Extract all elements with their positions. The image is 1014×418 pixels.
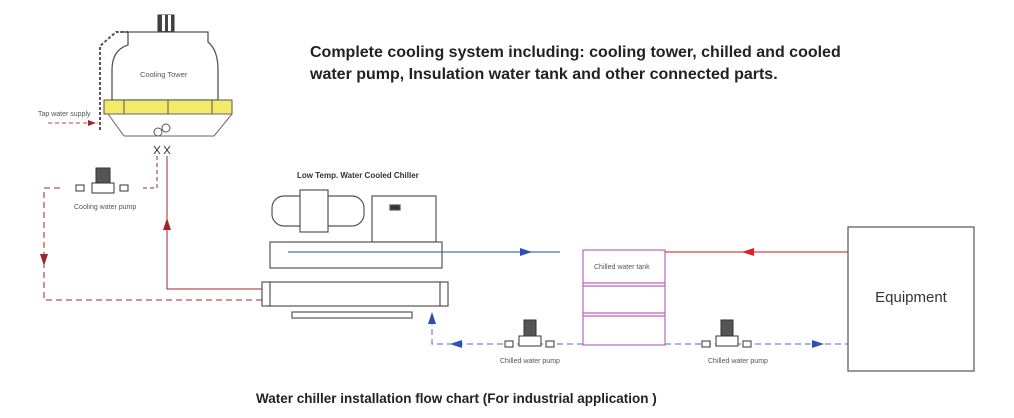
equipment-box	[847, 226, 975, 372]
down-arrow-icon	[40, 254, 48, 266]
left-arrow-icon	[742, 248, 754, 256]
tank-label: Chilled water tank	[594, 264, 650, 271]
chiller-label: Low Temp. Water Cooled Chiller	[297, 171, 419, 180]
up-arrow-blue-icon	[428, 312, 436, 324]
chilled-pump-label-1: Chilled water pump	[500, 358, 560, 365]
cooling-pump-label: Cooling water pump	[74, 204, 137, 211]
equipment-label: Equipment	[875, 289, 947, 306]
cooling-water-pump	[75, 167, 129, 194]
chilled-water-pump-1	[504, 319, 555, 348]
cooling-water-circuit	[43, 156, 265, 301]
diagram-caption: Water chiller installation flow chart (F…	[256, 391, 657, 406]
tap-water-label: Tap water supply	[38, 111, 91, 118]
heading-line-1: Complete cooling system including: cooli…	[310, 44, 841, 61]
left-arrow-blue-icon	[450, 340, 462, 348]
heading-line-2: water pump, Insulation water tank and ot…	[310, 66, 778, 83]
chilled-water-tank	[582, 249, 666, 346]
chilled-pump-label-2: Chilled water pump	[708, 358, 768, 365]
right-arrow-icon	[520, 248, 532, 256]
page-heading: Complete cooling system including: cooli…	[310, 42, 990, 86]
cooling-tower	[99, 14, 234, 137]
up-arrow-icon	[163, 218, 171, 230]
right-arrow-blue-icon	[812, 340, 824, 348]
tower-valves	[153, 145, 171, 155]
tap-water-arrow-icon	[88, 120, 96, 126]
cooling-tower-label: Cooling Tower	[140, 70, 188, 79]
chilled-water-pump-2	[701, 319, 752, 348]
water-cooled-chiller	[261, 189, 449, 319]
